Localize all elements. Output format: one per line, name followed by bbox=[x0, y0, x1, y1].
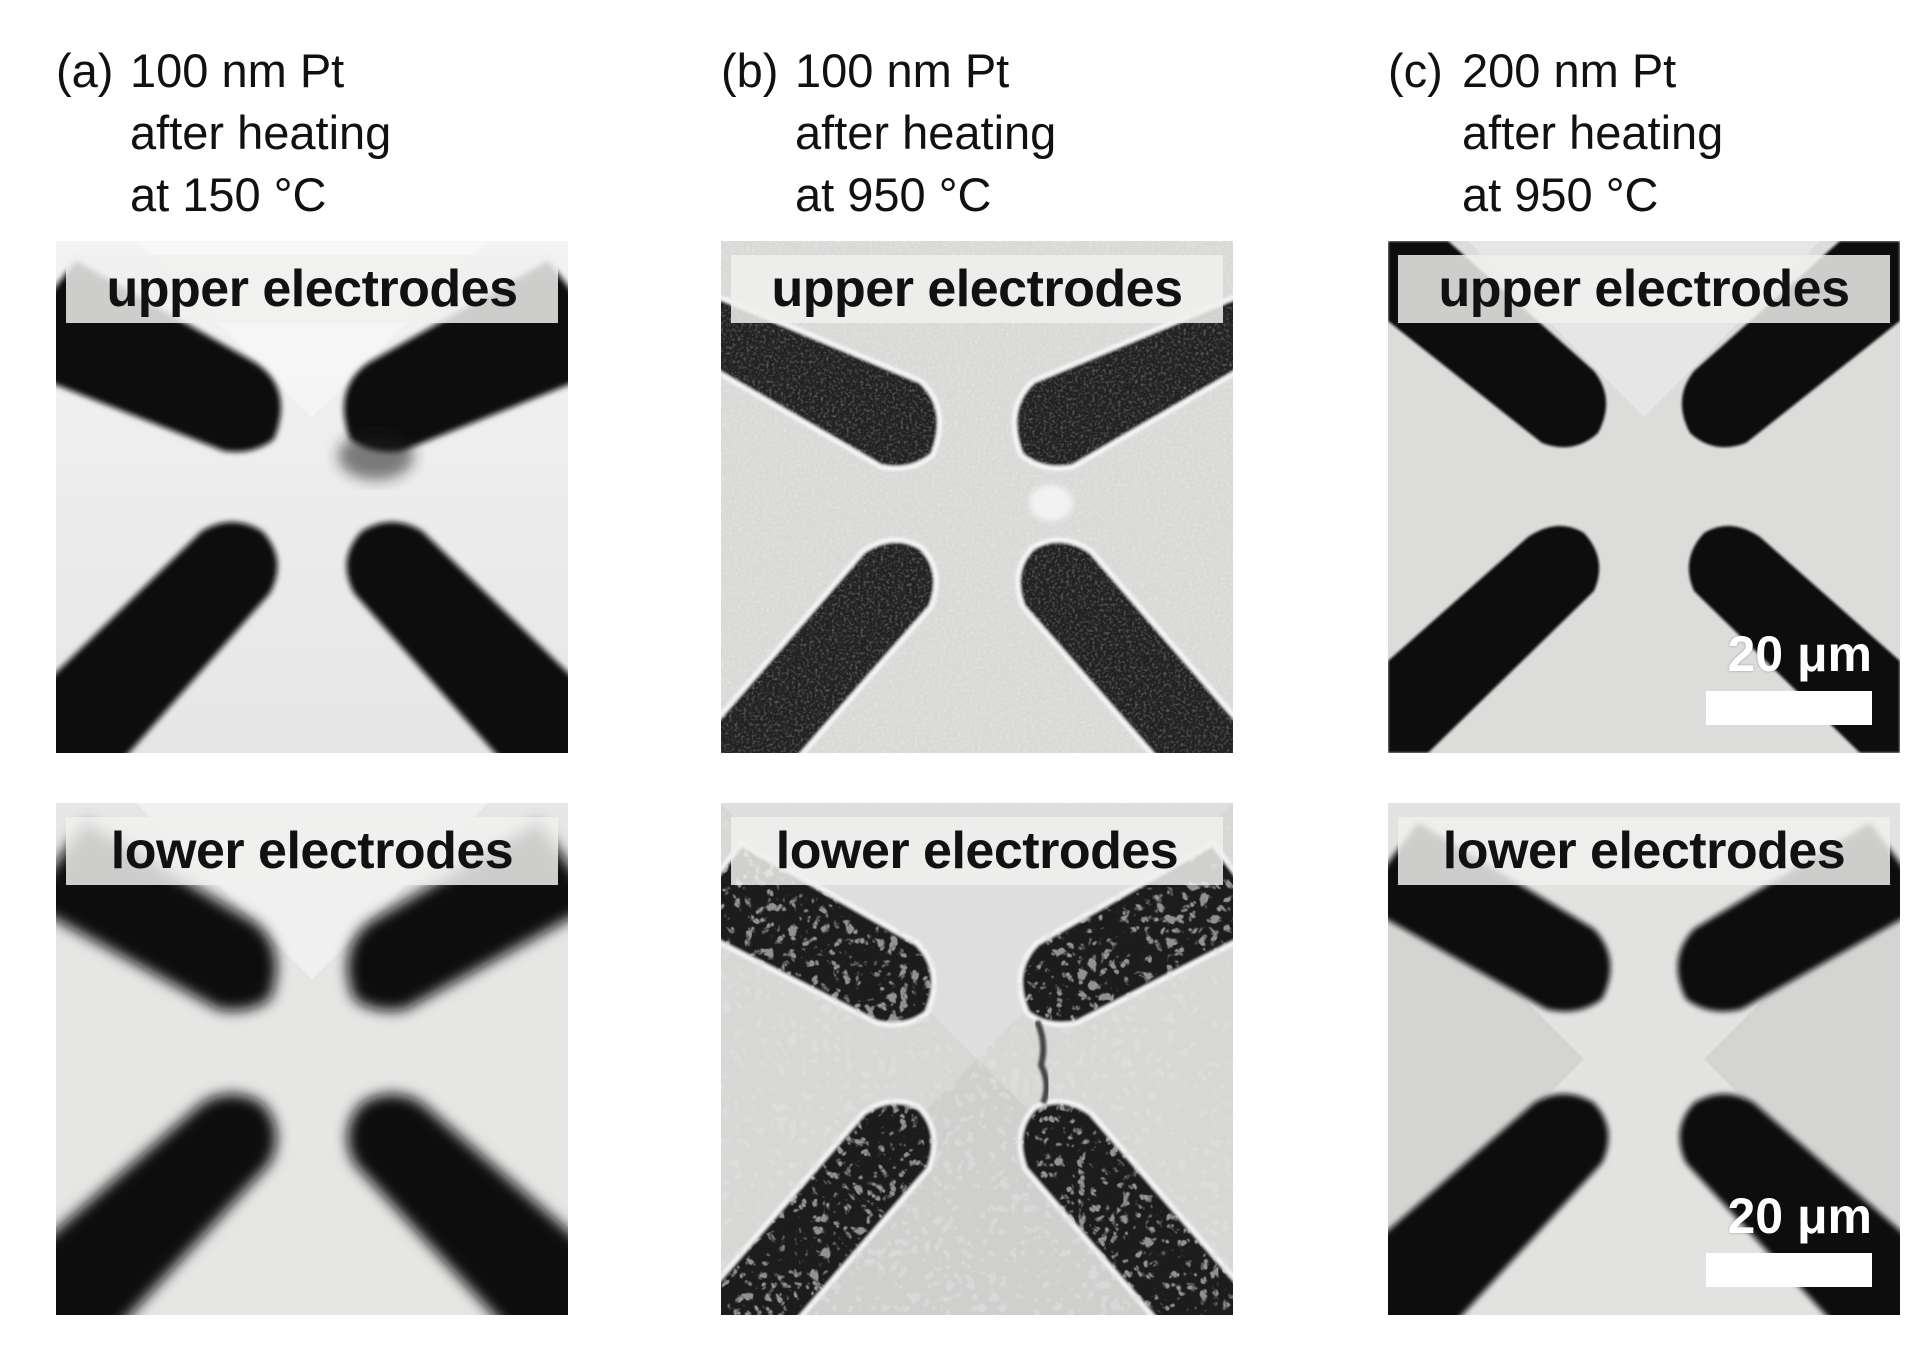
column-line-film: 200 nm Pt bbox=[1462, 44, 1677, 97]
panel-label-lower: lower electrodes bbox=[731, 817, 1223, 885]
column-line-film: 100 nm Pt bbox=[130, 44, 345, 97]
scale-bar-label: 20 μm bbox=[1727, 626, 1872, 682]
micrograph-c-upper: upper electrodes 20 μm bbox=[1388, 241, 1900, 753]
column-line-heating: after heating bbox=[130, 106, 392, 159]
column-line-temperature: at 150 °C bbox=[130, 168, 327, 221]
column-tag: (b) bbox=[721, 44, 779, 97]
scale-bar bbox=[1706, 691, 1872, 725]
column-line-temperature: at 950 °C bbox=[795, 168, 992, 221]
scale-bar-label: 20 μm bbox=[1727, 1188, 1872, 1244]
electrode-image bbox=[721, 241, 1233, 753]
column-line-film: 100 nm Pt bbox=[795, 44, 1010, 97]
column-line-temperature: at 950 °C bbox=[1462, 168, 1659, 221]
panel-label-lower: lower electrodes bbox=[1398, 817, 1890, 885]
panel-label-upper: upper electrodes bbox=[731, 255, 1223, 323]
micrograph-b-lower: lower electrodes bbox=[721, 803, 1233, 1315]
micrograph-a-lower: lower electrodes bbox=[56, 803, 568, 1315]
column-tag: (a) bbox=[56, 44, 114, 97]
column-line-heating: after heating bbox=[1462, 106, 1724, 159]
micrograph-b-upper: upper electrodes bbox=[721, 241, 1233, 753]
panel-label-upper: upper electrodes bbox=[1398, 255, 1890, 323]
panel-label-lower: lower electrodes bbox=[66, 817, 558, 885]
column-line-heating: after heating bbox=[795, 106, 1057, 159]
micrograph-c-lower: lower electrodes 20 μm bbox=[1388, 803, 1900, 1315]
micrograph-a-upper: upper electrodes bbox=[56, 241, 568, 753]
column-tag: (c) bbox=[1388, 44, 1443, 97]
panel-label-upper: upper electrodes bbox=[66, 255, 558, 323]
electrode-image bbox=[56, 241, 568, 753]
scale-bar bbox=[1706, 1253, 1872, 1287]
